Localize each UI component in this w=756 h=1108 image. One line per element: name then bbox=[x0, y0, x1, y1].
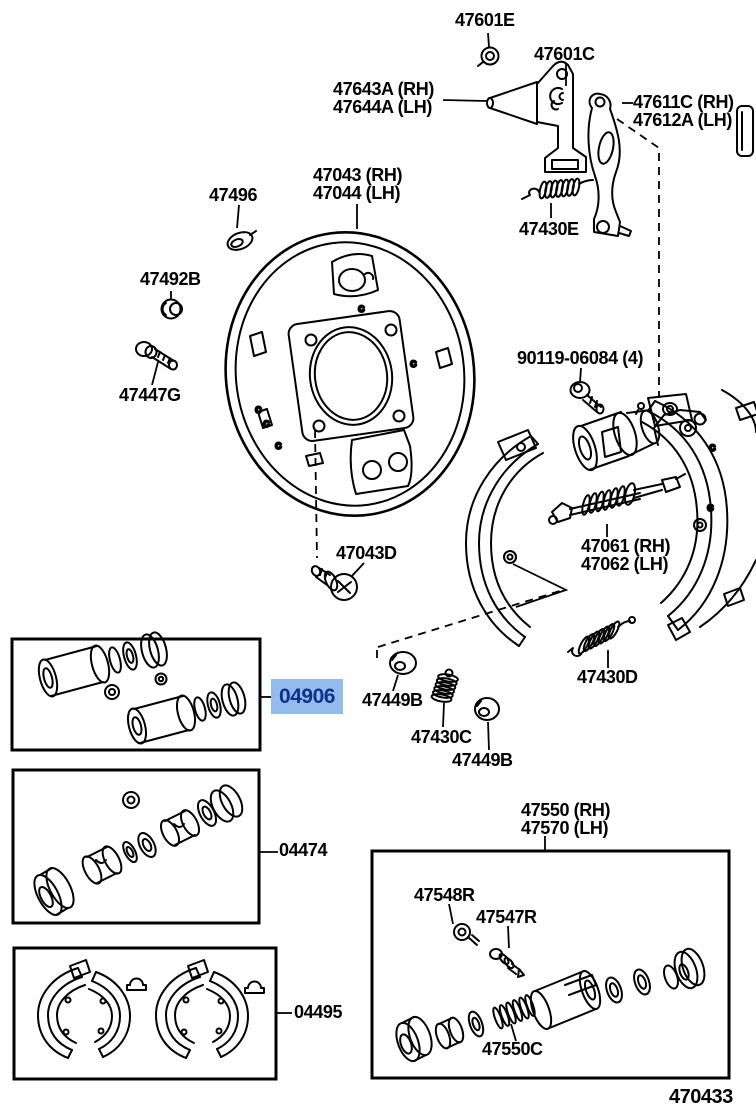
svg-text:c: c bbox=[275, 438, 282, 452]
clip-47496-drawing bbox=[226, 230, 257, 251]
part-label-47430C[interactable]: 47430C bbox=[411, 727, 472, 747]
dashed-reference-lines bbox=[314, 118, 660, 661]
part-label-47430D[interactable]: 47430D bbox=[577, 667, 638, 687]
washer-47449b-1-drawing bbox=[389, 651, 417, 675]
part-label-47601C[interactable]: 47601C bbox=[534, 44, 595, 64]
part-label-47043D[interactable]: 47043D bbox=[336, 543, 397, 563]
part-label-47061[interactable]: 47061 (RH) 47062 (LH) bbox=[581, 536, 671, 574]
svg-text:c: c bbox=[263, 416, 270, 430]
svg-text:c: c bbox=[255, 402, 262, 416]
svg-text:c: c bbox=[707, 500, 714, 514]
kit-47550-contents-drawing bbox=[395, 923, 706, 1063]
part-label-47447G[interactable]: 47447G bbox=[119, 385, 181, 405]
spring-47430d-drawing bbox=[567, 616, 636, 657]
part-label-47449B-2[interactable]: 47449B bbox=[452, 750, 513, 770]
wheel-cylinder-assembled-drawing bbox=[572, 402, 661, 472]
bolt-47043d-drawing bbox=[310, 565, 358, 601]
bolt-47447g-drawing bbox=[135, 341, 178, 371]
part-label-47449B-1[interactable]: 47449B bbox=[362, 690, 423, 710]
part-label-47550[interactable]: 47550 (RH) 47570 (LH) bbox=[521, 800, 611, 838]
part-label-04906-highlighted[interactable]: 04906 bbox=[271, 679, 343, 714]
part-label-47496[interactable]: 47496 bbox=[209, 185, 258, 205]
leader-lines bbox=[151, 32, 633, 1042]
part-label-47601E[interactable]: 47601E bbox=[455, 10, 515, 30]
part-label-47043[interactable]: 47043 (RH) 47044 (LH) bbox=[313, 165, 403, 203]
spring-47430c-drawing bbox=[430, 668, 459, 703]
bracket-47643a-drawing bbox=[486, 60, 587, 173]
svg-text:c: c bbox=[709, 440, 716, 454]
kit-04495-contents-drawing bbox=[37, 959, 265, 1059]
kit-box-04495 bbox=[12, 946, 278, 1081]
svg-text:c: c bbox=[358, 301, 365, 315]
kit-04474-contents-drawing bbox=[33, 784, 244, 916]
spring-47430e-drawing bbox=[521, 177, 594, 200]
nut-47601e-drawing bbox=[477, 46, 500, 67]
lever-47611c-drawing bbox=[587, 92, 632, 237]
adjuster-47061-drawing bbox=[548, 473, 686, 525]
part-label-47548R[interactable]: 47548R bbox=[414, 885, 475, 905]
part-label-47492B[interactable]: 47492B bbox=[140, 269, 201, 289]
part-label-47643A[interactable]: 47643A (RH) 47644A (LH) bbox=[333, 79, 434, 117]
backing-plate-drawing: c c c c c bbox=[224, 231, 476, 517]
washer-47449b-2-drawing bbox=[474, 697, 500, 721]
part-label-90119-06084[interactable]: 90119-06084 (4) bbox=[517, 348, 644, 368]
brake-shoe-right-drawing: c c bbox=[641, 393, 729, 641]
grommet-47492b-drawing bbox=[160, 298, 183, 320]
c-clip-47601c-drawing bbox=[549, 87, 564, 105]
part-label-04474[interactable]: 04474 bbox=[279, 840, 328, 860]
svg-text:c: c bbox=[410, 356, 417, 370]
part-label-47547R[interactable]: 47547R bbox=[476, 907, 537, 927]
kit-box-04474 bbox=[11, 768, 261, 925]
kit-04906-contents-drawing bbox=[37, 631, 247, 745]
part-label-47611C[interactable]: 47611C (RH) 47612A (LH) bbox=[633, 92, 734, 130]
part-label-47550C[interactable]: 47550C bbox=[482, 1039, 543, 1059]
brake-shoe-left-drawing bbox=[465, 429, 544, 647]
kit-box-04906 bbox=[10, 637, 262, 752]
brake-shoe-edge-drawing bbox=[699, 105, 756, 628]
figure-number: 470433 bbox=[669, 1086, 733, 1108]
part-label-04495[interactable]: 04495 bbox=[294, 1002, 343, 1022]
kit-box-47550 bbox=[370, 849, 731, 1080]
bolt-90119-drawing bbox=[569, 381, 605, 415]
part-label-47430E[interactable]: 47430E bbox=[519, 219, 579, 239]
